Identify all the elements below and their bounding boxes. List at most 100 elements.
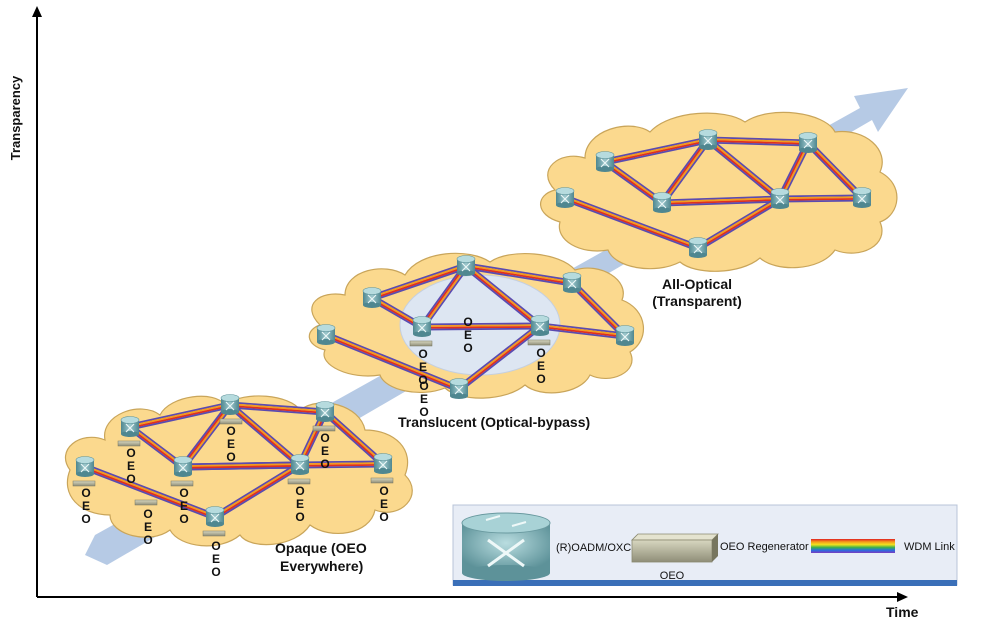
wdm-link [707, 136, 809, 147]
oeo-letter: E [537, 359, 545, 373]
wdm-link [299, 460, 384, 469]
oeo-letter: E [321, 444, 329, 458]
roadm-node [173, 456, 193, 477]
wdm-link [659, 137, 711, 206]
roadm-icon [461, 512, 551, 581]
oeo-letter: O [143, 533, 152, 547]
oeo-letter: E [419, 360, 427, 374]
oeo-letter: O [211, 565, 220, 579]
wdm-link [322, 409, 386, 467]
roadm-node [562, 272, 582, 293]
roadm-node [205, 506, 225, 527]
wdm-link [419, 263, 469, 330]
oeo-letter: O [179, 512, 188, 526]
oeo-letter: O [126, 472, 135, 486]
wdm-link [779, 194, 863, 203]
wdm-link [569, 280, 628, 339]
oeo-letter: O [379, 484, 388, 498]
roadm-node [75, 456, 95, 477]
oeo-regenerator [170, 480, 194, 487]
oeo-regenerator [117, 440, 141, 447]
legend-oeo-label: OEO [660, 570, 685, 582]
roadm-node [688, 237, 708, 258]
oeo-letter: E [127, 459, 135, 473]
oeo-letter: E [464, 328, 472, 342]
oeo-marker: OEO [295, 484, 304, 524]
all-optical-label-line1: All-Optical [662, 276, 732, 292]
wdm-link [604, 136, 709, 166]
oeo-letter: O [320, 457, 329, 471]
oeo-letter: O [418, 347, 427, 361]
oeo-letter: E [82, 499, 90, 513]
wdm-link [370, 262, 468, 302]
wdm-link [180, 402, 233, 470]
roadm-node [530, 315, 550, 336]
oeo-marker: OEO [226, 424, 235, 464]
oeo-marker: OEO [418, 347, 427, 387]
legend-regen-label: OEO Regenerator [720, 541, 809, 553]
axes [32, 6, 908, 602]
regen-icon [631, 533, 719, 563]
roadm-node [798, 132, 818, 153]
roadm-node [290, 454, 310, 475]
roadm-node [770, 188, 790, 209]
all-optical-label-line2: (Transparent) [652, 293, 741, 309]
oeo-letter: O [536, 346, 545, 360]
roadm-node [852, 187, 872, 208]
wdm-link [539, 322, 626, 340]
roadm-node [615, 325, 635, 346]
legend-wdm-label: WDM Link [904, 541, 955, 553]
oeo-marker: OEO [126, 446, 135, 486]
oeo-marker: OEO [81, 486, 90, 526]
oeo-marker: OEO [463, 315, 472, 355]
wdm-link [213, 462, 302, 520]
roadm-node [315, 401, 335, 422]
wdm-link [661, 195, 781, 207]
oeo-marker: OEO [320, 431, 329, 471]
opaque-label-line1: Opaque (OEO [275, 540, 367, 556]
oeo-regenerator [370, 477, 394, 484]
wdm-link [129, 401, 231, 431]
oeo-letter: E [420, 392, 428, 406]
oeo-letter: E [180, 499, 188, 513]
roadm-node [595, 151, 615, 172]
y-axis-label: Transparency [8, 75, 23, 160]
oeo-letter: O [419, 379, 428, 393]
oeo-letter: O [226, 450, 235, 464]
oeo-letter: O [320, 431, 329, 445]
oeo-marker: OEO [536, 346, 545, 386]
wdm-link [696, 195, 782, 252]
oeo-letter: E [227, 437, 235, 451]
wdm-link [324, 331, 461, 393]
x-axis-label: Time [886, 604, 919, 620]
wdm-links [83, 136, 865, 521]
roadm-node [698, 129, 718, 150]
roadm-node [412, 316, 432, 337]
oeo-letter: O [179, 486, 188, 500]
oeo-marker: OEO [143, 507, 152, 547]
oeo-marker: OEO [211, 539, 220, 579]
roadm-node [120, 416, 140, 437]
oeo-regenerator [72, 480, 96, 487]
roadm-node [362, 287, 382, 308]
oeo-regenerator [134, 499, 158, 506]
legend: (R)OADM/OXC OEO OEO Regenerator WDM Link [452, 504, 958, 586]
roadm-node [316, 324, 336, 345]
oeo-marker: OEO [379, 484, 388, 524]
network-nodes [75, 129, 872, 527]
roadm-node [456, 255, 476, 276]
oeo-regenerator [409, 340, 433, 347]
oeo-letter: E [380, 497, 388, 511]
roadm-node [555, 187, 575, 208]
oeo-regenerator [287, 478, 311, 485]
wdm-link [465, 262, 573, 287]
oeo-marker: OEO [419, 379, 428, 419]
translucent-label: Translucent (Optical-bypass) [398, 414, 590, 430]
oeo-letter: O [143, 507, 152, 521]
oeo-letter: O [226, 424, 235, 438]
oeo-letter: O [295, 484, 304, 498]
wdm-link-swatch [811, 539, 895, 553]
roadm-node [220, 394, 240, 415]
